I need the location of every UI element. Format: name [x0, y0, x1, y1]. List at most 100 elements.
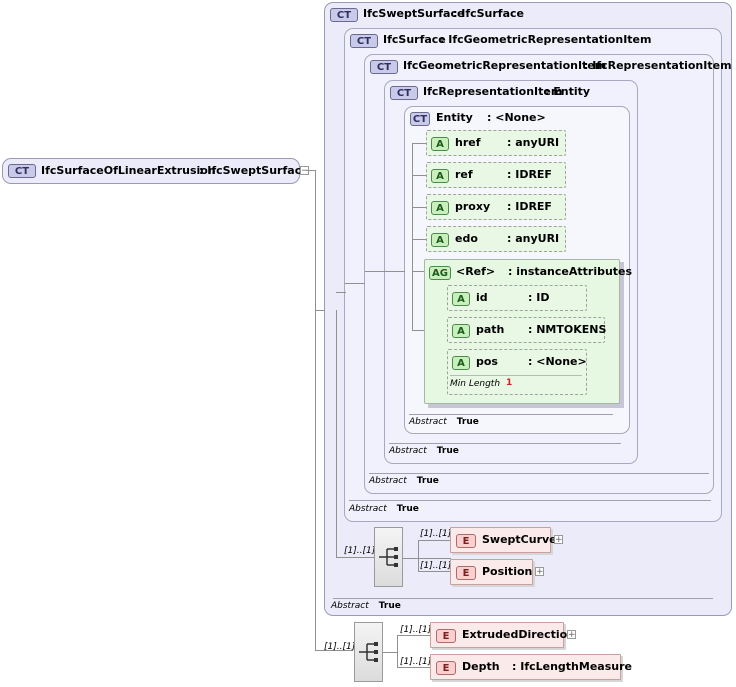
- complex-type-icon: CT: [330, 8, 358, 22]
- ifcsweptsurface-base: : IfcSurface: [453, 7, 524, 20]
- element-icon: E: [456, 566, 476, 580]
- connector-line: [418, 540, 450, 541]
- attribute-icon: A: [431, 233, 449, 247]
- connector-line: [306, 170, 316, 171]
- sequence-glyph: [359, 642, 378, 662]
- ifcsurface-base: : IfcGeometricRepresentationItem: [440, 33, 652, 46]
- connector-line: [418, 571, 450, 572]
- connector-line: [315, 310, 325, 311]
- element-type: : IfcLengthMeasure: [512, 660, 632, 673]
- complex-type-icon: CT: [8, 164, 36, 178]
- ifcsweptsurface-name: IfcSweptSurface: [363, 7, 465, 20]
- connector-line: [412, 207, 426, 208]
- attribute-icon: A: [452, 356, 470, 370]
- connector-line: [336, 292, 346, 293]
- connector-line: [336, 557, 374, 558]
- ifcrepresentationitem-base: : Entity: [545, 85, 591, 98]
- sequence-icon[interactable]: [354, 622, 383, 682]
- ifcrepresentationitem-name: IfcRepresentationItem: [423, 85, 563, 98]
- element-icon: E: [456, 534, 476, 548]
- root-type-name: IfcSurfaceOfLinearExtrusion: [41, 164, 216, 177]
- attribute-name: id: [476, 291, 488, 304]
- attribute-type: : IDREF: [507, 168, 552, 181]
- attribute-type: : <None>: [528, 355, 587, 368]
- expand-icon[interactable]: +: [554, 535, 563, 545]
- connector-line: [397, 667, 430, 668]
- separator: [333, 598, 713, 599]
- attribute-name: ref: [455, 168, 473, 181]
- separator: [409, 414, 613, 415]
- expand-icon[interactable]: +: [535, 567, 544, 577]
- complex-type-icon: CT: [370, 60, 398, 74]
- sequence-icon[interactable]: [374, 527, 403, 587]
- element-icon: E: [436, 661, 456, 675]
- element-icon: E: [436, 629, 456, 643]
- element-cardinality: [1]..[1]: [400, 657, 432, 667]
- attribute-edo[interactable]: A edo : anyURI: [426, 226, 566, 252]
- attribute-name: edo: [455, 232, 478, 245]
- separator: [349, 500, 711, 501]
- complex-type-icon: CT: [390, 86, 418, 100]
- attribute-icon: A: [431, 169, 449, 183]
- attribute-group-icon: AG: [429, 266, 451, 280]
- connector-line: [385, 271, 405, 272]
- element-sweptcurve[interactable]: E SweptCurve: [450, 527, 557, 553]
- element-name: Position: [482, 565, 533, 578]
- element-name: ExtrudedDirection: [462, 628, 576, 641]
- facet-min-length-value: 1: [506, 378, 513, 388]
- attribute-pos[interactable]: A pos : <None> Min Length 1: [447, 349, 587, 395]
- element-extrudeddirection[interactable]: E ExtrudedDirection: [430, 622, 575, 648]
- attribute-name: pos: [476, 355, 498, 368]
- connector-line: [418, 540, 419, 571]
- attribute-icon: A: [452, 324, 470, 338]
- element-depth[interactable]: E Depth : IfcLengthMeasure: [430, 654, 632, 680]
- connector-line: [397, 635, 398, 667]
- attribute-ref[interactable]: A ref : IDREF: [426, 162, 566, 188]
- connector-line: [403, 558, 451, 559]
- attribute-icon: A: [431, 201, 449, 215]
- connector-line: [336, 310, 337, 558]
- attribute-path[interactable]: A path : NMTOKENS: [447, 317, 607, 343]
- attribute-group-name: <Ref>: [456, 265, 496, 278]
- connector-line: [315, 170, 316, 650]
- separator: [389, 443, 621, 444]
- attribute-icon: A: [431, 137, 449, 151]
- attribute-type: : anyURI: [507, 136, 560, 149]
- ifcgeometricrepresentationitem-base: : IfcRepresentationItem: [584, 59, 732, 72]
- attribute-type: : NMTOKENS: [528, 323, 607, 336]
- attribute-proxy[interactable]: A proxy : IDREF: [426, 194, 566, 220]
- ifcsurface-name: IfcSurface: [383, 33, 446, 46]
- element-cardinality: [1]..[1]: [420, 529, 452, 539]
- separator: [450, 375, 582, 376]
- expand-icon[interactable]: +: [567, 630, 576, 640]
- attribute-type: : anyURI: [507, 232, 560, 245]
- sequence-cardinality: [1]..[1]: [344, 546, 376, 556]
- element-position[interactable]: E Position: [450, 559, 533, 585]
- complex-type-icon: CT: [350, 34, 378, 48]
- sequence-glyph: [379, 547, 398, 567]
- connector-line: [412, 239, 426, 240]
- attribute-name: proxy: [455, 200, 491, 213]
- connector-line: [365, 271, 385, 272]
- connector-line: [397, 635, 430, 636]
- element-cardinality: [1]..[1]: [400, 625, 432, 635]
- attribute-href[interactable]: A href : anyURI: [426, 130, 566, 156]
- attribute-id[interactable]: A id : ID: [447, 285, 587, 311]
- connector-line: [383, 652, 398, 653]
- root-complex-type[interactable]: CT IfcSurfaceOfLinearExtrusion : IfcSwep…: [2, 158, 309, 184]
- attribute-icon: A: [452, 292, 470, 306]
- element-cardinality: [1]..[1]: [420, 561, 452, 571]
- attribute-group-type: : instanceAttributes: [508, 265, 633, 278]
- entity-name: Entity: [436, 111, 473, 124]
- entity-base: : <None>: [487, 111, 546, 124]
- attribute-name: path: [476, 323, 505, 336]
- attribute-name: href: [455, 136, 481, 149]
- connector-line: [412, 143, 426, 144]
- facet-min-length-label: Min Length: [450, 379, 501, 389]
- connector-line: [412, 175, 426, 176]
- attribute-type: : IDREF: [507, 200, 552, 213]
- connector-line: [345, 283, 365, 284]
